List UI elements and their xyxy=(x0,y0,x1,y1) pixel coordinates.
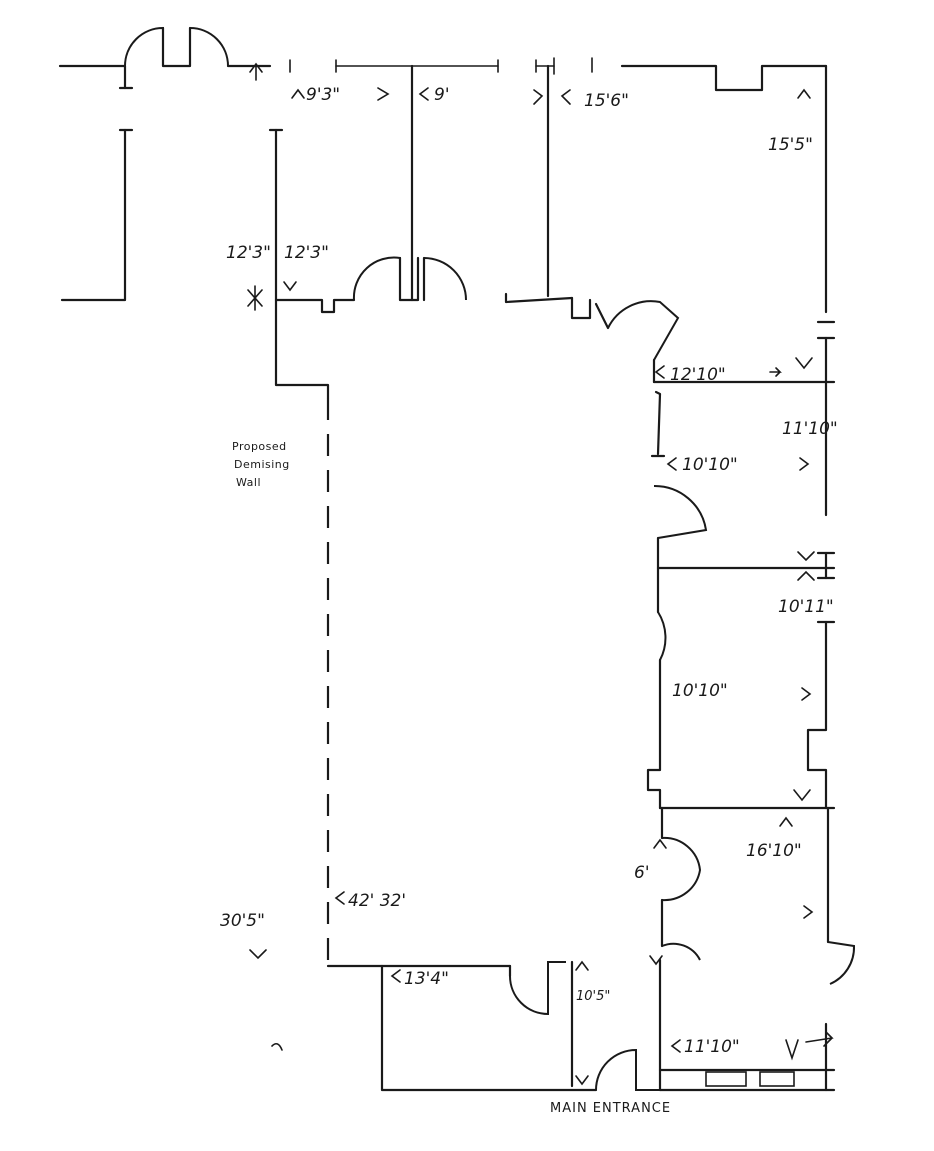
dimension-labels: 9'3" 9' 15'6" 15'5" 12'3" 12'3" 12'10" 1… xyxy=(220,85,838,1057)
dim-10-5: 10'5" xyxy=(576,989,610,1004)
dim-9: 9' xyxy=(434,85,450,105)
dim-30-5: 30'5" xyxy=(220,911,265,931)
dim-6: 6' xyxy=(634,863,650,883)
dim-13-4: 13'4" xyxy=(404,969,449,989)
demising-wall-label-line2: Demising xyxy=(234,458,290,471)
dim-10-11: 10'11" xyxy=(778,597,834,617)
dim-9-3: 9'3" xyxy=(306,85,340,105)
dim-12-3-right: 12'3" xyxy=(284,243,329,263)
dim-10-10-a: 10'10" xyxy=(682,455,738,475)
dim-15-6: 15'6" xyxy=(584,91,629,111)
top-partitions xyxy=(289,57,836,517)
demising-wall-label-line3: Wall xyxy=(236,476,261,489)
dim-16-10: 16'10" xyxy=(746,841,802,861)
dim-15-5: 15'5" xyxy=(768,135,813,155)
demising-wall-label-line1: Proposed xyxy=(232,440,287,453)
top-left-wing xyxy=(58,26,284,302)
dim-11-10-side: 11'10" xyxy=(782,419,838,439)
dim-10-10-b: 10'10" xyxy=(672,681,728,701)
main-space-walls xyxy=(274,256,680,1016)
dim-12-3-left: 12'3" xyxy=(226,243,271,263)
dim-42-32: 42' 32' xyxy=(348,891,406,911)
main-entrance-label: MAIN ENTRANCE xyxy=(550,1101,671,1116)
right-offices xyxy=(646,380,856,1092)
dim-12-10: 12'10" xyxy=(670,365,726,385)
plan-labels: Proposed Demising Wall MAIN ENTRANCE xyxy=(232,440,671,1116)
dim-11-10-bottom: 11'10" xyxy=(684,1037,740,1057)
bottom-room xyxy=(380,960,662,1092)
dimension-arrows xyxy=(247,62,834,1086)
